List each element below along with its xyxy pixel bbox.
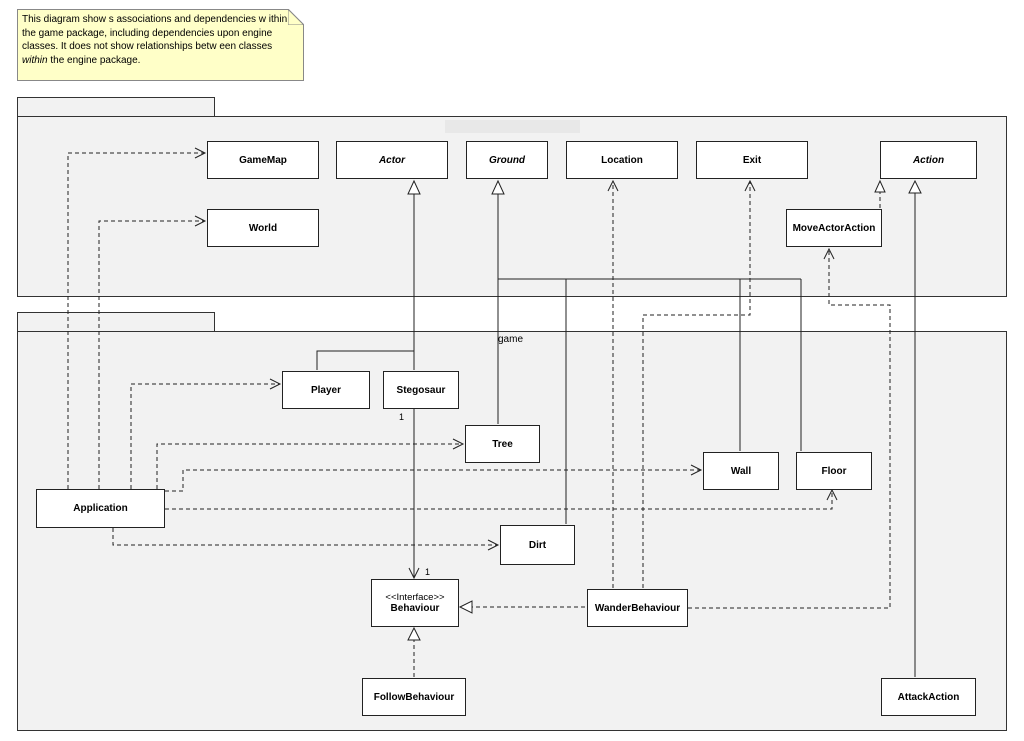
class-wanderbehaviour[interactable]: WanderBehaviour bbox=[587, 589, 688, 627]
class-gamemap[interactable]: GameMap bbox=[207, 141, 319, 179]
note-line: within the engine package. bbox=[22, 54, 299, 68]
class-actor[interactable]: Actor bbox=[336, 141, 448, 179]
note-emphasis: within bbox=[22, 54, 48, 66]
class-name: Location bbox=[601, 154, 643, 166]
class-name: MoveActorAction bbox=[792, 222, 876, 234]
class-ground[interactable]: Ground bbox=[466, 141, 548, 179]
class-name: Application bbox=[73, 503, 128, 514]
class-exit[interactable]: Exit bbox=[696, 141, 808, 179]
class-world[interactable]: World bbox=[207, 209, 319, 247]
note-text: the engine package. bbox=[47, 54, 141, 66]
class-name: Floor bbox=[821, 465, 847, 477]
game-package-tab bbox=[17, 312, 215, 332]
class-name: Exit bbox=[742, 154, 762, 166]
class-floor[interactable]: Floor bbox=[796, 452, 872, 490]
multiplicity-stegosaur: 1 bbox=[399, 412, 405, 422]
engine-package-label bbox=[445, 120, 580, 133]
note-line: This diagram show s associations and dep… bbox=[22, 14, 288, 25]
note-line: classes. It does not show relationships … bbox=[22, 41, 273, 52]
class-action[interactable]: Action bbox=[880, 141, 977, 179]
class-name: Dirt bbox=[528, 539, 547, 551]
class-name: GameMap bbox=[239, 154, 287, 166]
multiplicity-behaviour: 1 bbox=[425, 567, 431, 577]
class-moveactoraction[interactable]: MoveActorAction bbox=[786, 209, 882, 247]
class-followbehaviour[interactable]: FollowBehaviour bbox=[362, 678, 466, 716]
engine-package-tab bbox=[17, 97, 215, 117]
game-package-label: game bbox=[498, 334, 524, 345]
class-dirt[interactable]: Dirt bbox=[500, 525, 575, 565]
class-stegosaur[interactable]: Stegosaur bbox=[383, 371, 459, 409]
class-name: World bbox=[248, 222, 278, 234]
class-tree[interactable]: Tree bbox=[465, 425, 540, 463]
interface-stereotype: <<Interface>> bbox=[385, 592, 445, 603]
class-name: Action bbox=[912, 154, 945, 166]
class-name: Behaviour bbox=[390, 603, 440, 614]
class-name: Wall bbox=[730, 465, 752, 477]
class-attackaction[interactable]: AttackAction bbox=[881, 678, 976, 716]
class-name: Ground bbox=[488, 154, 526, 166]
class-name: AttackAction bbox=[897, 691, 960, 703]
class-name: WanderBehaviour bbox=[594, 602, 681, 614]
class-name: FollowBehaviour bbox=[373, 691, 455, 703]
class-name: Tree bbox=[492, 438, 513, 450]
class-name: Stegosaur bbox=[396, 384, 446, 396]
note-line: the game package, including dependencies… bbox=[22, 27, 273, 39]
class-name: Player bbox=[310, 384, 342, 396]
class-player[interactable]: Player bbox=[282, 371, 370, 409]
interface-behaviour[interactable]: <<Interface>> Behaviour bbox=[371, 579, 459, 627]
class-application[interactable]: Application bbox=[36, 489, 165, 528]
diagram-note: This diagram show s associations and dep… bbox=[17, 9, 304, 81]
note-fold-icon bbox=[288, 9, 304, 25]
class-name: Actor bbox=[378, 154, 406, 166]
class-location[interactable]: Location bbox=[566, 141, 678, 179]
class-wall[interactable]: Wall bbox=[703, 452, 779, 490]
